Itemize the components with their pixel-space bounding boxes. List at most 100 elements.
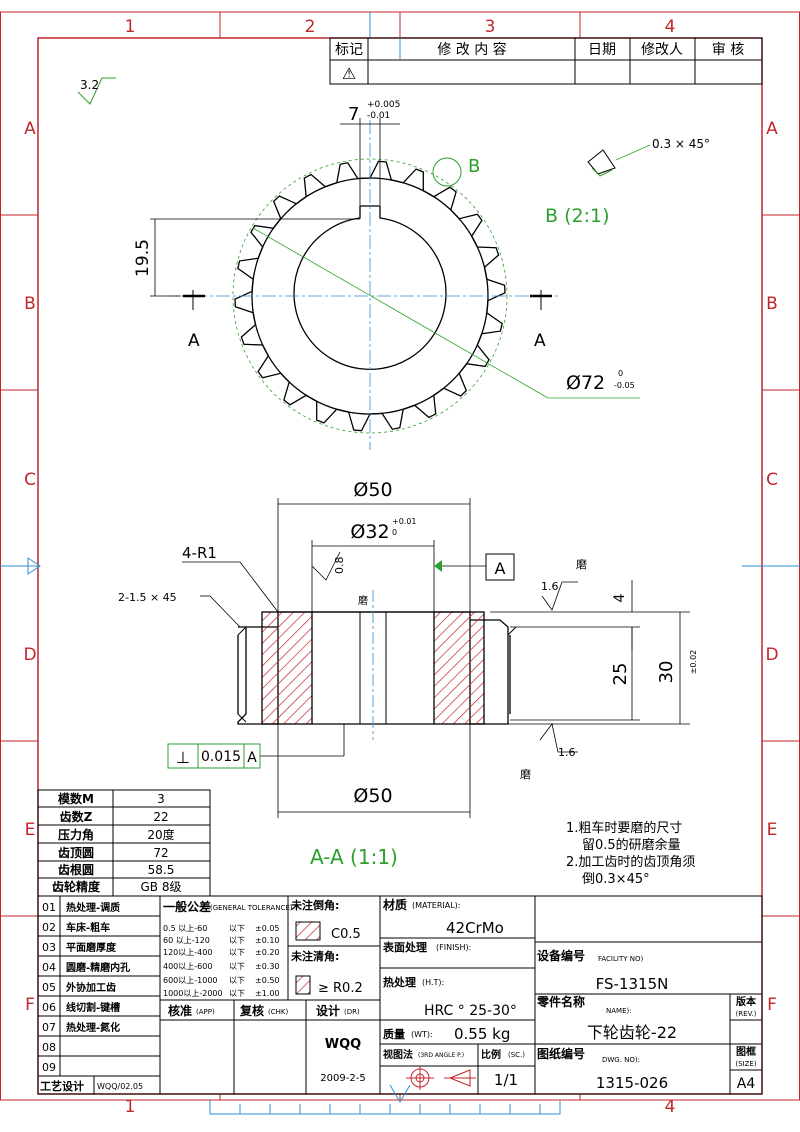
note-line: 倒0.3×45° xyxy=(582,872,650,887)
perp-symbol: ⊥ xyxy=(176,748,190,767)
rev-header-content: 修 改 内 容 xyxy=(437,41,506,58)
rev-header-mark: 标记 xyxy=(335,42,363,58)
size-label: 图框 xyxy=(736,1045,756,1058)
height-tol: ±0.02 xyxy=(689,650,698,675)
revision-label-en: (REV.) xyxy=(736,1010,757,1018)
row-label-b: B xyxy=(24,294,36,314)
facility-label: 设备编号 xyxy=(537,948,585,963)
process-designer: WQQ/02.05 xyxy=(97,1082,143,1091)
tol-value: ±0.20 xyxy=(255,948,280,957)
detail-b-scale: B (2:1) xyxy=(545,205,609,227)
process-no: 06 xyxy=(42,1001,56,1014)
radius-leader: 4-R1 2-1.5 × 45 xyxy=(118,544,279,628)
keyed-bore xyxy=(293,205,447,370)
datum-a: A xyxy=(434,553,515,581)
gear-params-text: 模数M 3 齿数Z 22 压力角 20度 齿顶圆 72 齿根圆 58.5 齿轮精… xyxy=(52,791,182,894)
projection-label: 视图法 xyxy=(383,1048,413,1061)
tol-title: 一般公差 xyxy=(163,899,211,914)
param-name: 齿根圆 xyxy=(58,862,94,877)
facility-value: FS-1315N xyxy=(596,975,669,993)
depth-dim: 19.5 xyxy=(133,218,360,297)
notes: 1.粗车时要磨的尺寸 留0.5的研磨余量 2.加工齿时的齿顶角须 倒0.3×45… xyxy=(566,820,695,887)
param-value: 72 xyxy=(153,846,168,860)
scale-label: 比例 xyxy=(481,1048,501,1061)
facility-label-en: FACILITY NO) xyxy=(598,955,643,963)
process-no: 05 xyxy=(42,981,56,994)
section-label-right: A xyxy=(534,331,546,351)
dr-label: 设计 xyxy=(316,1003,340,1018)
bore-tol-lower: 0 xyxy=(392,528,397,537)
row-label-c: C xyxy=(24,470,36,490)
tol-below: 以下 xyxy=(229,924,245,933)
chamfer-value: 2-1.5 × 45 xyxy=(118,591,177,604)
tol-value: ±0.30 xyxy=(255,962,280,971)
grind-bottom: 磨 xyxy=(520,768,531,781)
outer-frame xyxy=(0,11,800,1101)
process-no: 09 xyxy=(42,1061,56,1074)
face-roughness: 1.6 磨 1.6 磨 xyxy=(520,558,587,781)
row-label-a-right: A xyxy=(766,119,778,139)
param-value: GB 8级 xyxy=(141,880,182,894)
gear-front-view xyxy=(170,120,560,450)
tol-value: ±0.10 xyxy=(255,936,280,945)
tol-below: 以下 xyxy=(229,936,245,945)
width-value: 25 xyxy=(610,663,631,686)
part-name-value: 下轮齿轮-22 xyxy=(587,1023,677,1042)
scale-label-en: (SC.) xyxy=(508,1051,525,1059)
bore-value: Ø32 xyxy=(350,521,389,543)
col-label-1: 1 xyxy=(125,17,136,37)
process-step: 外协加工齿 xyxy=(65,981,116,994)
title-block-grid xyxy=(37,895,763,1095)
detail-b-marker: B xyxy=(432,156,480,187)
key-width-value: 7 xyxy=(348,104,359,125)
process-step: 圆磨-精磨内孔 xyxy=(66,961,130,974)
section-label-left: A xyxy=(188,331,200,351)
od-tol-upper: 0 xyxy=(618,369,623,378)
dwg-no-value: 1315-026 xyxy=(596,1074,668,1092)
grind-bore: 磨 xyxy=(358,595,368,607)
key-tol-lower: -0.01 xyxy=(367,111,390,121)
warning-icon: ⚠ xyxy=(342,64,356,83)
size-value: A4 xyxy=(737,1076,756,1092)
finish-label: 表面处理 xyxy=(382,940,427,954)
gear-params-table xyxy=(37,789,211,897)
heat-label: 热处理 xyxy=(383,975,416,989)
tol-below: 以下 xyxy=(229,989,245,998)
note-line: 1.粗车时要磨的尺寸 xyxy=(566,820,682,836)
depth-value: 19.5 xyxy=(133,239,153,277)
param-value: 22 xyxy=(153,810,168,824)
process-no: 07 xyxy=(42,1021,56,1034)
key-tol-upper: +0.005 xyxy=(367,100,400,110)
tol-range: 60 以上-120 xyxy=(163,936,210,945)
finish-label-en: (FINISH): xyxy=(436,943,471,952)
heat-label-en: (H.T): xyxy=(422,978,444,987)
chamfer-label: 未注倒角: xyxy=(290,898,339,912)
dr-label-en: (DR) xyxy=(344,1008,360,1016)
grind-top: 磨 xyxy=(576,558,587,571)
row-label-c-right: C xyxy=(766,470,778,490)
col-label-bottom-1: 1 xyxy=(125,1097,136,1117)
process-step: 车床-粗车 xyxy=(66,921,110,934)
process-step: 线切割-键槽 xyxy=(66,1001,120,1014)
part-name-label-en: NAME): xyxy=(606,1007,632,1015)
param-name: 齿轮精度 xyxy=(52,879,101,894)
tol-range: 0.5 以上-60 xyxy=(163,924,207,933)
app-label-en: (APP) xyxy=(196,1008,215,1016)
mass-label: 质量 xyxy=(383,1027,405,1041)
row-label-d: D xyxy=(23,645,36,665)
process-no: 04 xyxy=(42,961,56,974)
od-dim: Ø72 0 -0.05 xyxy=(252,227,640,399)
tol-range: 120以上-400 xyxy=(163,948,212,957)
process-no: 01 xyxy=(42,901,56,914)
material-label-en: (MATERIAL): xyxy=(412,901,460,910)
material-column: 材质 (MATERIAL): 42CrMo 表面处理 (FINISH): 热处理… xyxy=(382,897,525,1089)
tol-title-en: (GENERAL TOLERANCE) xyxy=(210,904,293,912)
process-no: 03 xyxy=(42,941,56,954)
revision-headers: 标记 修 改 内 容 日期 修改人 审 核 ⚠ xyxy=(335,41,744,83)
process-no: 08 xyxy=(42,1041,56,1054)
rev-header-date: 日期 xyxy=(588,42,616,58)
drawing-info: 设备编号 FACILITY NO) FS-1315N 零件名称 NAME): 下… xyxy=(536,948,757,1092)
section-view-title: A-A (1:1) xyxy=(310,845,398,869)
detail-b-label: B xyxy=(468,156,480,177)
